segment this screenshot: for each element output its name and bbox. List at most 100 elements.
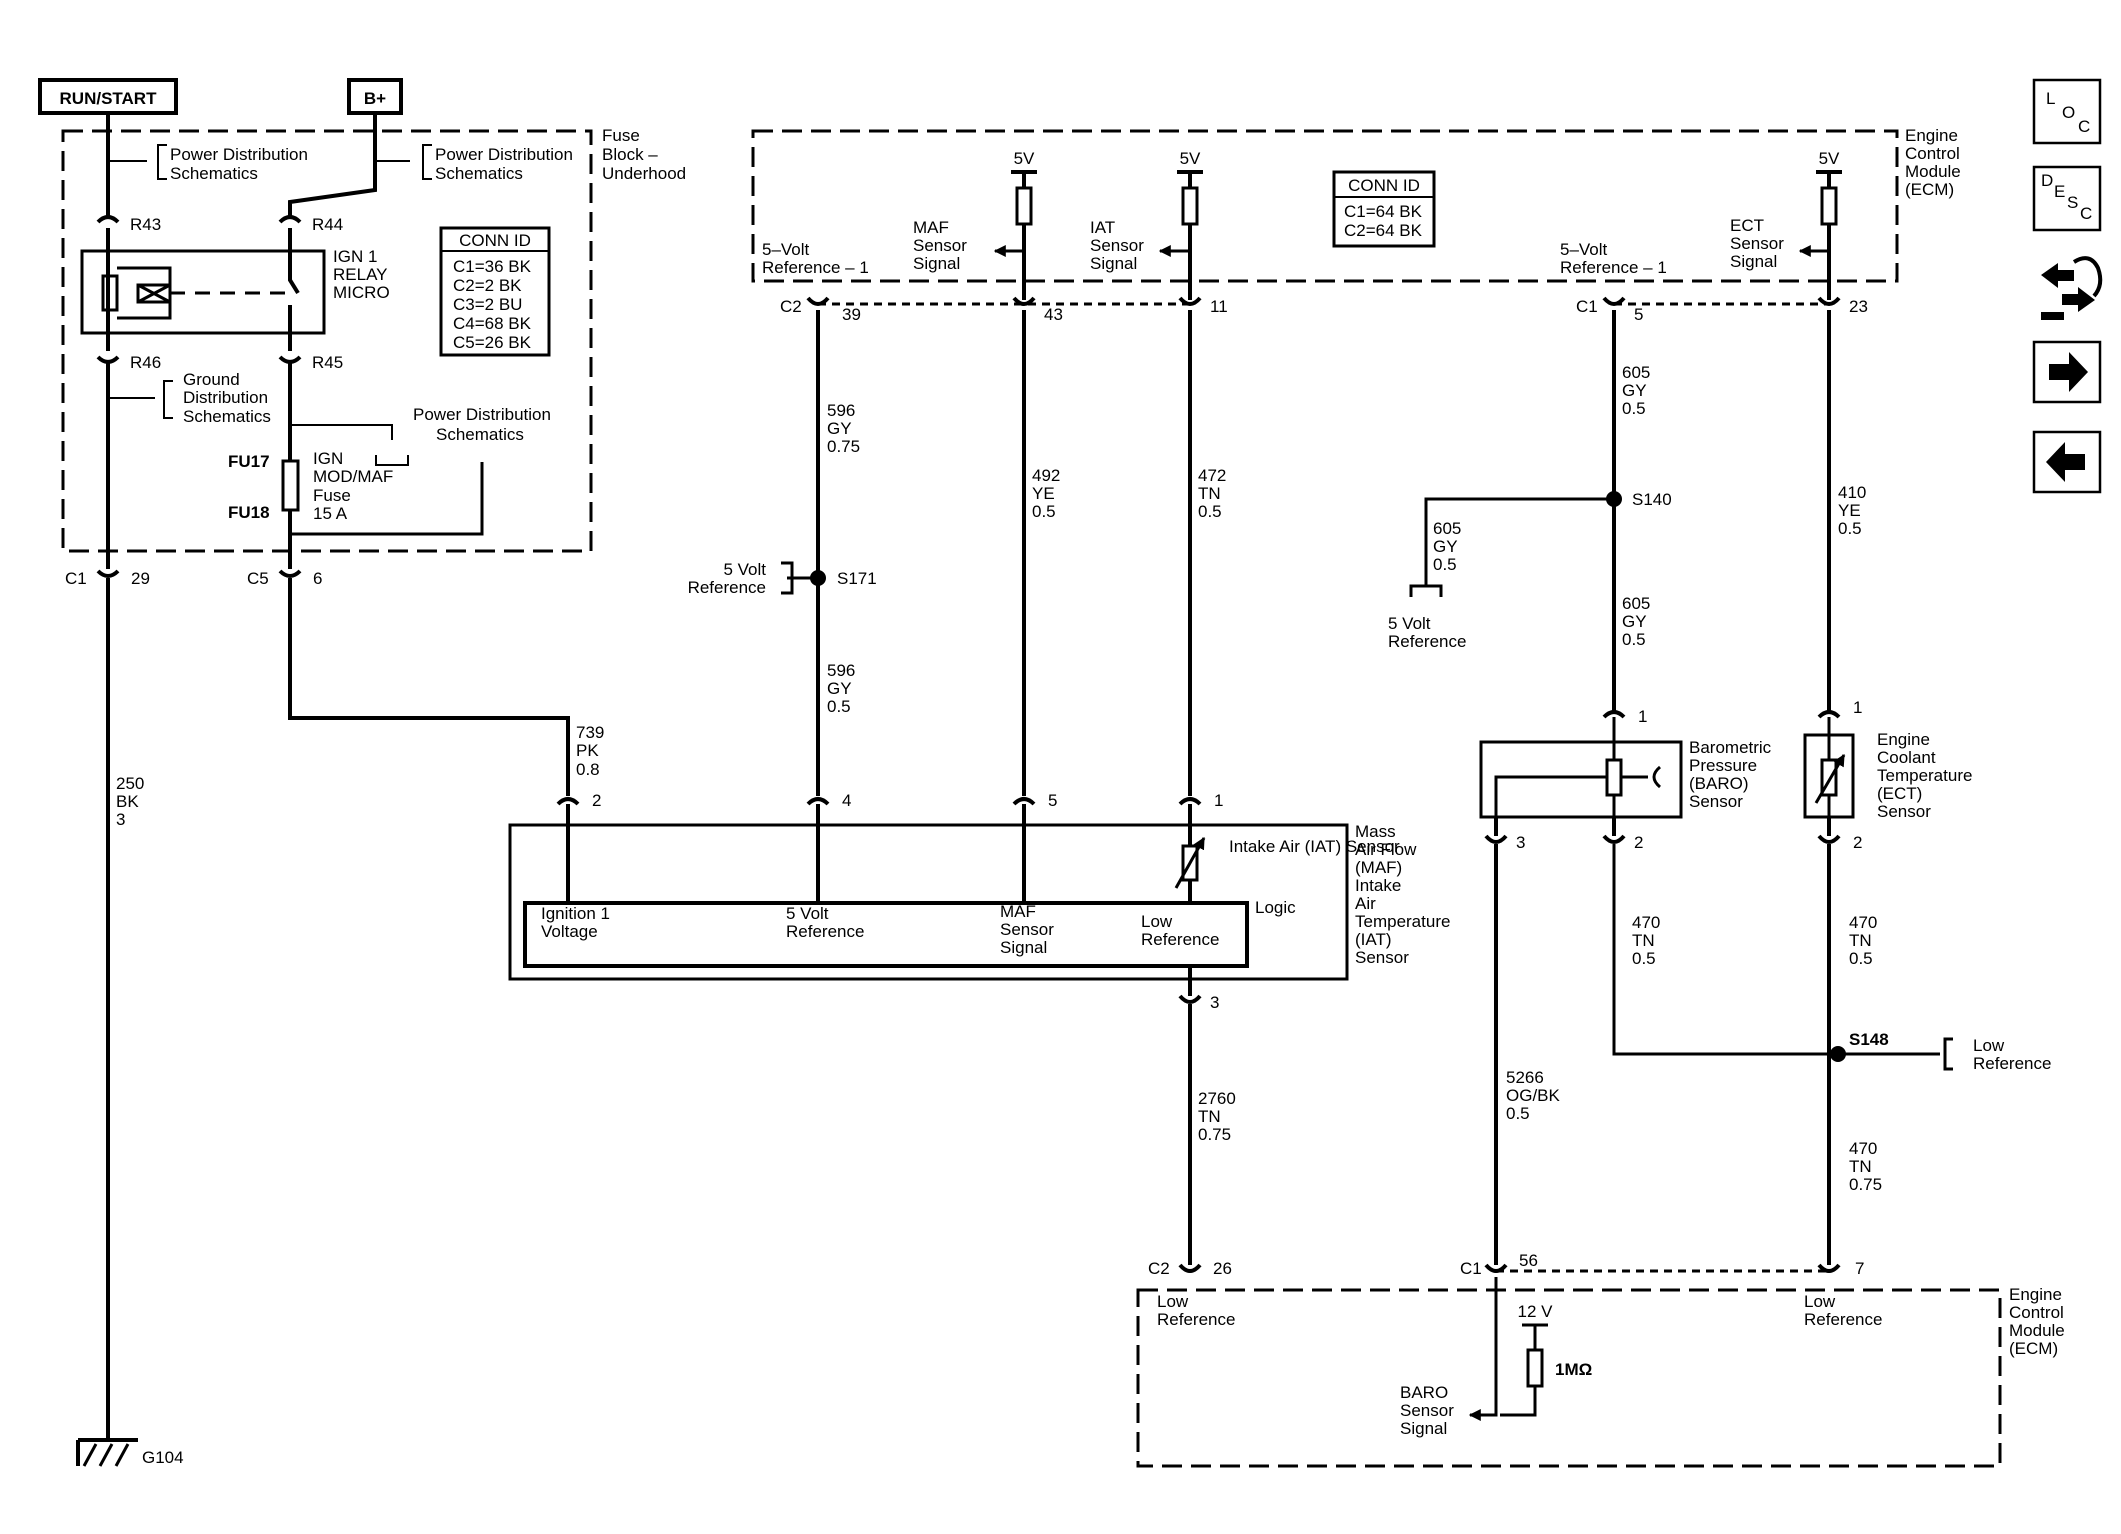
r44-label: R44	[312, 215, 343, 234]
ground-g104: G104	[76, 1438, 184, 1467]
baro-pin-2: 2	[1634, 833, 1643, 852]
ign1-relay	[80, 249, 326, 335]
maf-pin-1: 1	[1214, 791, 1223, 810]
fuse-block-label-2: Block –	[602, 145, 658, 164]
c5-label: C5	[247, 569, 269, 588]
baro-pin-3: 3	[1516, 833, 1525, 852]
maf-5v-pullup: 5V	[1011, 149, 1037, 300]
c5-pin-6: 6	[313, 569, 322, 588]
iat-sensor-label: Intake Air (IAT) Sensor	[1229, 837, 1400, 856]
ect-sensor	[1803, 717, 1855, 819]
pin-39: 39	[842, 305, 861, 324]
pin-43: 43	[1044, 305, 1063, 324]
fuse-conn-id: CONN ID C1=36 BK C2=2 BK C3=2 BU C4=68 B…	[439, 226, 551, 357]
logic-label: Logic	[1255, 898, 1296, 917]
ecm-bottom	[1136, 1288, 2002, 1468]
svg-text:G104: G104	[142, 1448, 184, 1467]
fu17-label: FU17	[228, 452, 270, 471]
svg-text:C: C	[2080, 204, 2092, 223]
pin-26: 26	[1213, 1259, 1232, 1278]
ign-mod-maf-fuse	[281, 459, 300, 512]
svg-text:C1=64 BK: C1=64 BK	[1344, 202, 1423, 221]
maf-pin-4: 4	[842, 791, 851, 810]
maf-iat-sensor	[508, 823, 1349, 981]
baro-signal-arrow	[1468, 1277, 1498, 1421]
pin-23: 23	[1849, 297, 1868, 316]
wire-470a	[1612, 844, 1829, 1056]
r46-label: R46	[130, 353, 161, 372]
relay-coil	[101, 274, 119, 312]
svg-text:C2=2 BK: C2=2 BK	[453, 276, 522, 295]
b-plus-source: B+	[347, 78, 403, 115]
svg-text:5V: 5V	[1014, 149, 1035, 168]
c1-label-top: C1	[1576, 297, 1598, 316]
ecm-top	[751, 129, 1899, 283]
next-arrow-button[interactable]	[2032, 340, 2102, 404]
svg-text:CONN ID: CONN ID	[459, 231, 531, 250]
svg-text:12 V: 12 V	[1518, 1302, 1554, 1321]
ect-pin-2: 2	[1853, 833, 1862, 852]
ref-5v-left-bracket	[781, 561, 818, 595]
ect-pin-1: 1	[1853, 698, 1862, 717]
iat-5v-pullup: 5V	[1177, 149, 1203, 300]
maf-pin-3: 3	[1210, 993, 1219, 1012]
loc-button[interactable]: L O C	[2032, 78, 2102, 145]
pin-56: 56	[1519, 1251, 1538, 1270]
r45-label: R45	[312, 353, 343, 372]
svg-text:5V: 5V	[1180, 149, 1201, 168]
r43-label: R43	[130, 215, 161, 234]
svg-text:C1=36 BK: C1=36 BK	[453, 257, 532, 276]
svg-text:D: D	[2041, 171, 2053, 190]
desc-button[interactable]: D E S C	[2032, 165, 2102, 232]
s140-label: S140	[1632, 490, 1672, 509]
prev-arrow-button[interactable]	[2032, 430, 2102, 494]
pin-7: 7	[1855, 1259, 1864, 1278]
fu18-label: FU18	[228, 503, 270, 522]
svg-text:C2=64 BK: C2=64 BK	[1344, 221, 1423, 240]
svg-text:O: O	[2062, 103, 2075, 122]
baro-pin-1: 1	[1638, 707, 1647, 726]
svg-text:C: C	[2078, 117, 2090, 136]
svg-text:L: L	[2046, 89, 2055, 108]
baro-sensor	[1479, 717, 1683, 819]
fuse-block-underhood	[61, 129, 593, 553]
ref-5v-mid-bracket	[1409, 584, 1443, 597]
b-plus-wire	[288, 113, 377, 216]
run-start-source: RUN/START	[38, 78, 178, 115]
pd-schem-1-bracket	[157, 144, 167, 180]
c1-pin-29: 29	[131, 569, 150, 588]
svg-text:E: E	[2054, 182, 2065, 201]
connector-view-icon[interactable]	[2041, 256, 2103, 320]
c2-label-top: C2	[780, 297, 802, 316]
c1-label-bottom: C1	[1460, 1259, 1482, 1278]
